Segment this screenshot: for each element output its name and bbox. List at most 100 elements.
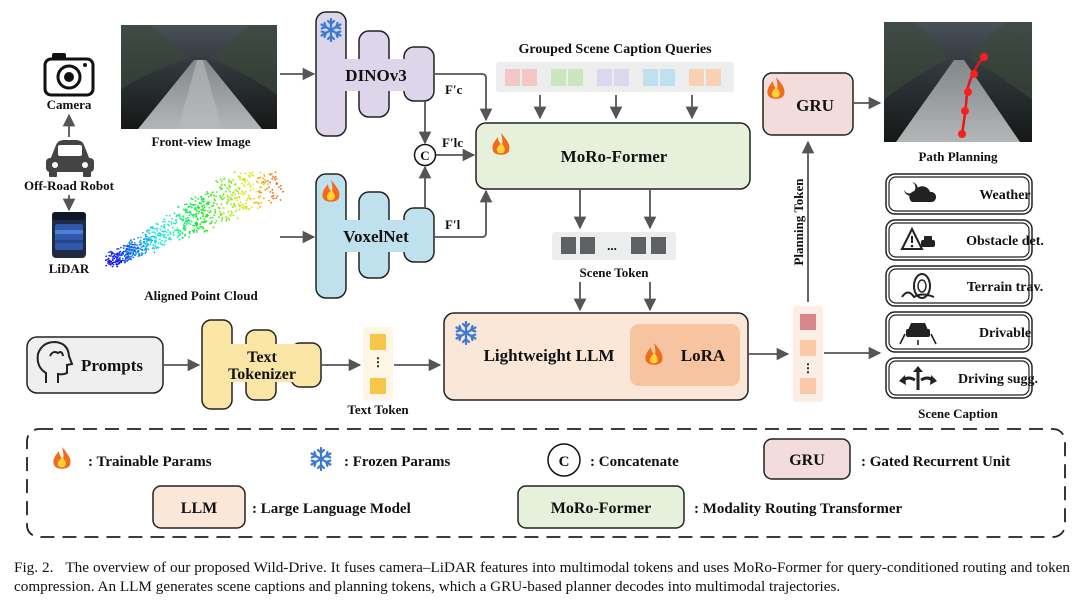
lora-label: LoRA — [681, 346, 726, 365]
svg-text:MoRo-Former: MoRo-Former — [551, 500, 651, 517]
query-token — [505, 69, 520, 86]
fl-label: F′l — [445, 217, 461, 232]
trajectory-point — [958, 130, 966, 138]
legend-frozen: : Frozen Params — [344, 454, 451, 470]
wild-drive-overview-diagram: Camera Off-Road Robot LiDAR Front-view I… — [24, 11, 1066, 538]
scene-caption-item-label: Drivable — [979, 326, 1031, 341]
query-tokens — [505, 69, 721, 86]
legend-moro-box — [517, 485, 685, 529]
fc-arrow — [434, 73, 493, 122]
flc-label: F′lc — [442, 135, 463, 150]
text-tokenizer-block: Text Tokenizer — [201, 319, 322, 410]
figure-caption-text: The overview of our proposed Wild-Drive.… — [14, 559, 1071, 595]
terrain-icon — [901, 273, 935, 299]
robot-label: Off-Road Robot — [24, 178, 115, 193]
query-token — [614, 69, 629, 86]
gru-block: GRU — [762, 72, 854, 136]
trajectory-point — [980, 53, 988, 61]
concat-symbol: C — [413, 143, 437, 167]
scene-caption-item: Terrain trav. — [885, 265, 1043, 307]
legend-llm-box — [152, 485, 246, 529]
legend: : Trainable Params : Frozen Params C : C… — [26, 428, 1066, 538]
gru-label: GRU — [796, 96, 834, 115]
svg-text:⋮: ⋮ — [802, 361, 814, 375]
tokenizer-label-line2: Tokenizer — [228, 366, 296, 383]
scene-token-group: ... — [552, 232, 676, 260]
text-token-stack: ⋮ — [363, 327, 393, 401]
scene-caption-item-label: Obstacle det. — [966, 234, 1044, 249]
text-token-label: Text Token — [347, 402, 409, 417]
prompts-box: Prompts — [26, 336, 164, 394]
dino-label: DINOv3 — [345, 66, 406, 85]
query-token — [706, 69, 721, 86]
llm-label: Lightweight LLM — [484, 346, 615, 365]
scene-caption-item: Weather — [885, 173, 1033, 215]
driving-suggestion-icon — [899, 366, 937, 390]
head-icon — [36, 340, 74, 383]
legend-concat: : Concatenate — [590, 454, 679, 470]
scene-caption-item: Obstacle det. — [885, 219, 1044, 261]
query-token — [689, 69, 704, 86]
scene-caption-title: Scene Caption — [918, 406, 999, 421]
svg-text:C: C — [559, 454, 570, 470]
legend-gru: : Gated Recurrent Unit — [861, 454, 1010, 470]
lidar-label: LiDAR — [49, 261, 90, 276]
front-view-image — [121, 25, 277, 129]
legend-trainable-icon — [53, 447, 71, 469]
scene-caption-item-label: Terrain trav. — [967, 280, 1043, 295]
prompts-label: Prompts — [81, 356, 143, 375]
queries-title: Grouped Scene Caption Queries — [518, 42, 712, 57]
scene-caption-item: Driving sugg. — [885, 357, 1038, 399]
weather-icon — [904, 182, 937, 202]
moro-label: MoRo-Former — [561, 147, 668, 166]
svg-text:C: C — [420, 148, 429, 163]
planning-token-label: Planning Token — [791, 178, 806, 266]
svg-text:LLM: LLM — [181, 500, 217, 517]
trajectory-point — [961, 107, 969, 115]
query-token — [597, 69, 612, 86]
drivable-icon — [899, 323, 937, 345]
query-token — [522, 69, 537, 86]
path-planning-image — [884, 22, 1032, 142]
lora-block — [630, 324, 740, 386]
moro-former-block: MoRo-Former — [475, 122, 751, 190]
legend-concat-symbol — [547, 443, 581, 477]
query-token — [568, 69, 583, 86]
trajectory-point — [970, 70, 978, 78]
camera-label: Camera — [47, 97, 92, 112]
obstacle-icon — [900, 226, 935, 250]
legend-moro: : Modality Routing Transformer — [694, 501, 903, 517]
scene-caption-item-label: Driving sugg. — [958, 372, 1038, 387]
llm-block: Lightweight LLM LoRA — [443, 312, 749, 401]
trajectory-point — [964, 88, 972, 96]
camera-icon — [43, 53, 95, 97]
point-cloud-label: Aligned Point Cloud — [144, 288, 258, 303]
output-token-stack: ⋮ — [793, 306, 823, 402]
legend-llm: : Large Language Model — [252, 501, 411, 517]
figure-number: Fig. 2. — [14, 559, 54, 576]
fl-arrow — [434, 189, 493, 238]
svg-text:GRU: GRU — [789, 452, 825, 469]
query-arrows — [533, 95, 699, 120]
legend-trainable: : Trainable Params — [88, 454, 212, 470]
scene-caption-item-label: Weather — [979, 188, 1030, 203]
query-token — [643, 69, 658, 86]
path-planning-label: Path Planning — [918, 149, 998, 164]
point-cloud-image — [104, 171, 284, 268]
query-token — [660, 69, 675, 86]
front-view-label: Front-view Image — [151, 134, 250, 149]
legend-frozen-icon — [310, 446, 332, 472]
voxelnet-encoder: VoxelNet — [315, 173, 435, 299]
svg-text:...: ... — [607, 238, 617, 253]
tokenizer-label-line1: Text — [247, 349, 277, 366]
query-token — [551, 69, 566, 86]
legend-gru-box — [763, 438, 851, 480]
fc-label: F′c — [445, 82, 463, 97]
lidar-icon — [52, 212, 86, 258]
car-icon — [46, 140, 94, 177]
dino-encoder: DINOv3 — [315, 11, 435, 137]
scene-caption-item: Drivable — [885, 311, 1033, 353]
svg-text:⋮: ⋮ — [372, 355, 384, 369]
voxelnet-label: VoxelNet — [343, 227, 409, 246]
